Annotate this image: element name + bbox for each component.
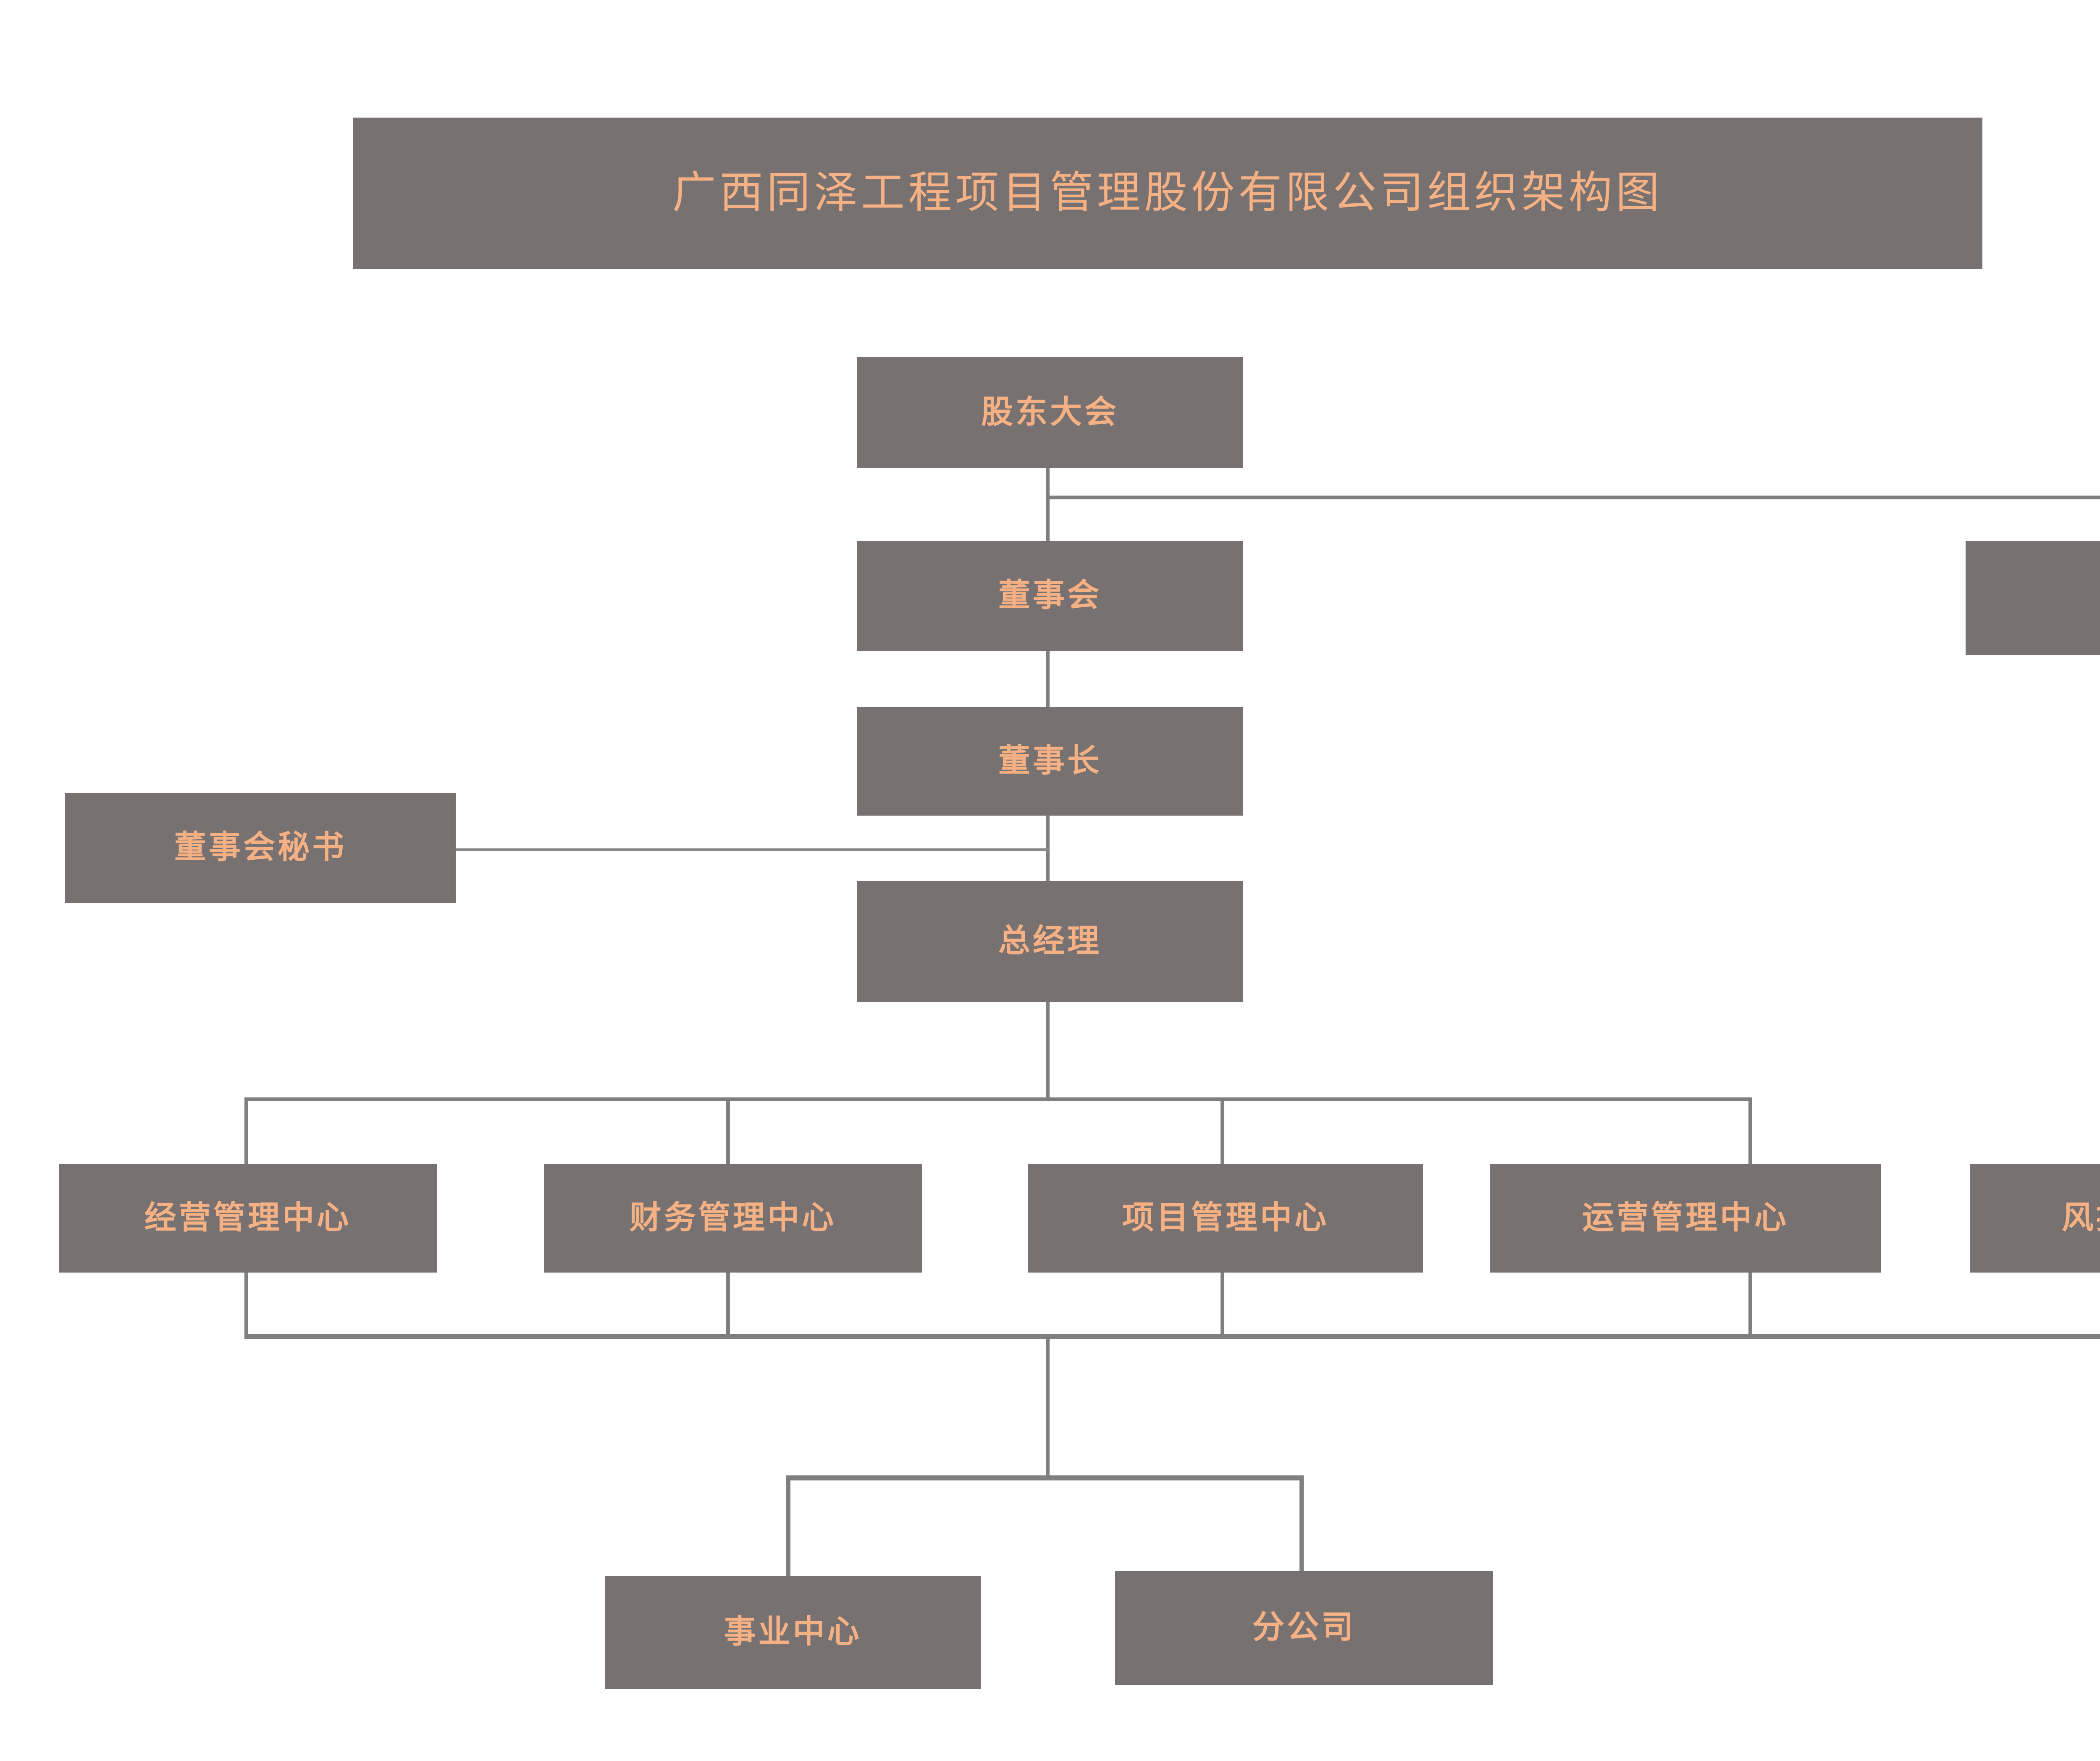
connector-to-branch-company bbox=[1299, 1475, 1304, 1580]
connector-bus-to-center-4 bbox=[1748, 1097, 1752, 1165]
node-shareholders-meeting[interactable]: 股东大会 bbox=[857, 357, 1243, 468]
connector-shareholders-horizontal bbox=[1046, 496, 2100, 499]
connector-bus-to-center-2 bbox=[726, 1097, 730, 1165]
connector-bus-to-center-3 bbox=[1221, 1097, 1224, 1165]
connector-bus-to-center-1 bbox=[244, 1097, 248, 1165]
node-center-project-management[interactable]: 项目管理中心 bbox=[1028, 1164, 1423, 1273]
connector-to-board-secretary bbox=[456, 848, 1049, 851]
connector-shareholders-down bbox=[1046, 468, 1050, 508]
node-chairman[interactable]: 董事长 bbox=[857, 707, 1243, 816]
node-business-center[interactable]: 事业中心 bbox=[605, 1576, 981, 1689]
connector-bottom-split-bus bbox=[786, 1475, 1304, 1480]
connector-to-board bbox=[1046, 496, 1050, 542]
connector-gm-trunk bbox=[1046, 1002, 1050, 1100]
connector-centers-bus bbox=[244, 1097, 1752, 1101]
node-board-secretary[interactable]: 董事会秘书 bbox=[65, 793, 456, 903]
connector-lower-bus bbox=[244, 1334, 2100, 1339]
connector-lower-trunk bbox=[1046, 1334, 1050, 1479]
connector-center-1-down bbox=[244, 1272, 248, 1337]
connector-to-business-center bbox=[786, 1475, 790, 1580]
connector-center-3-down bbox=[1221, 1272, 1224, 1337]
chart-title-banner: 广西同泽工程项目管理股份有限公司组织架构图 bbox=[353, 118, 1982, 269]
connector-board-to-chairman bbox=[1046, 650, 1050, 708]
node-general-manager[interactable]: 总经理 bbox=[857, 881, 1243, 1002]
node-center-operations-management[interactable]: 经营管理中心 bbox=[59, 1164, 437, 1273]
connector-center-2-down bbox=[726, 1272, 730, 1337]
node-branch-company[interactable]: 分公司 bbox=[1115, 1571, 1493, 1685]
node-center-operation-management[interactable]: 运营管理中心 bbox=[1490, 1164, 1881, 1273]
node-center-finance-management[interactable]: 财务管理中心 bbox=[544, 1164, 922, 1273]
connector-center-4-down bbox=[1748, 1272, 1752, 1337]
node-board-of-directors[interactable]: 董事会 bbox=[857, 541, 1243, 651]
node-board-of-supervisors[interactable]: 监事会 bbox=[1966, 541, 2100, 655]
node-center-risk-compliance[interactable]: 风控合规中心 bbox=[1970, 1164, 2100, 1273]
